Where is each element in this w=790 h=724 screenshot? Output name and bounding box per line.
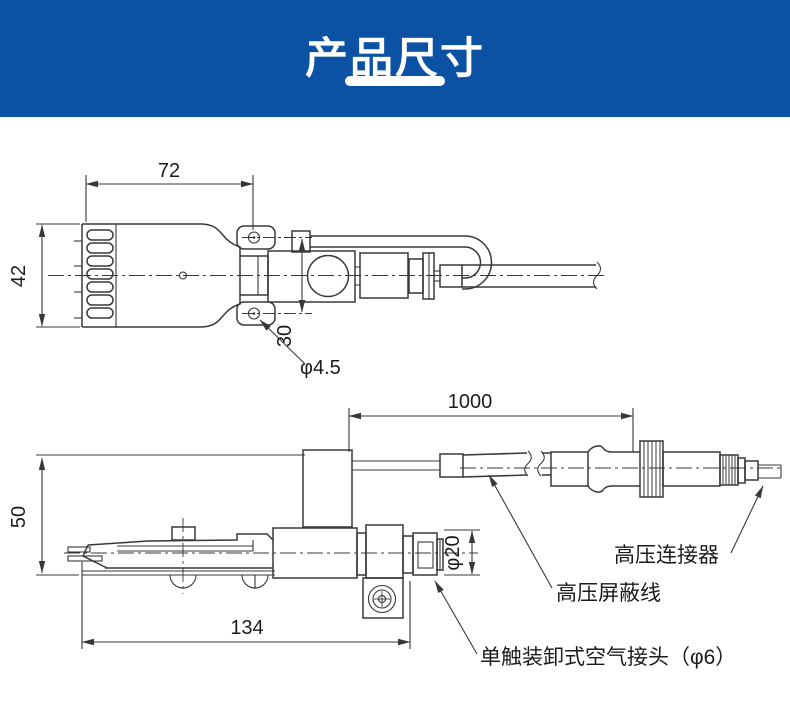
dim-phi20 [444, 529, 480, 576]
dim-30-label: 30 [274, 325, 296, 347]
hv-connector-side-view [550, 440, 782, 498]
side-view-drawing: 1000 50 134 φ20 [8, 391, 783, 669]
dim-134 [81, 562, 411, 649]
dim-50-label: 50 [8, 506, 30, 528]
air-fitting-leader [434, 580, 478, 655]
dim-42 [36, 223, 80, 328]
gun-body-side-view [64, 518, 478, 594]
page-title: 产品尺寸 [305, 35, 485, 83]
nozzle-head-top-view [48, 223, 606, 328]
top-view-drawing: 72 42 30 φ4.5 [8, 160, 606, 379]
hole-dia-leader [259, 319, 306, 365]
air-fitting-label: 单触装卸式空气接头（φ6） [480, 646, 736, 669]
title-underline [345, 76, 445, 86]
air-fitting-side-view [356, 524, 444, 579]
dim-50 [36, 454, 305, 576]
mounting-bracket-side-view [362, 577, 404, 619]
hv-shielded-cable-leader [488, 474, 553, 589]
dim-72 [85, 175, 254, 230]
dim-72-label: 72 [158, 160, 180, 182]
hv-cable-side-view [302, 449, 783, 528]
header-banner: 产品尺寸 [0, 0, 790, 117]
dim-1000-label: 1000 [448, 391, 493, 413]
dim-134-label: 134 [230, 617, 263, 639]
hv-connector-leader [730, 485, 764, 554]
dim-30 [242, 237, 312, 314]
dim-1000 [348, 408, 634, 452]
gun-body-top-view [239, 250, 463, 303]
hv-shielded-cable-label: 高压屏蔽线 [556, 582, 661, 605]
hv-connector-label: 高压连接器 [614, 544, 719, 567]
cable-top-view [462, 261, 602, 290]
dim-phi20-label: φ20 [442, 535, 464, 570]
dim-42-label: 42 [8, 265, 30, 287]
hole-dia-label: φ4.5 [300, 357, 341, 379]
